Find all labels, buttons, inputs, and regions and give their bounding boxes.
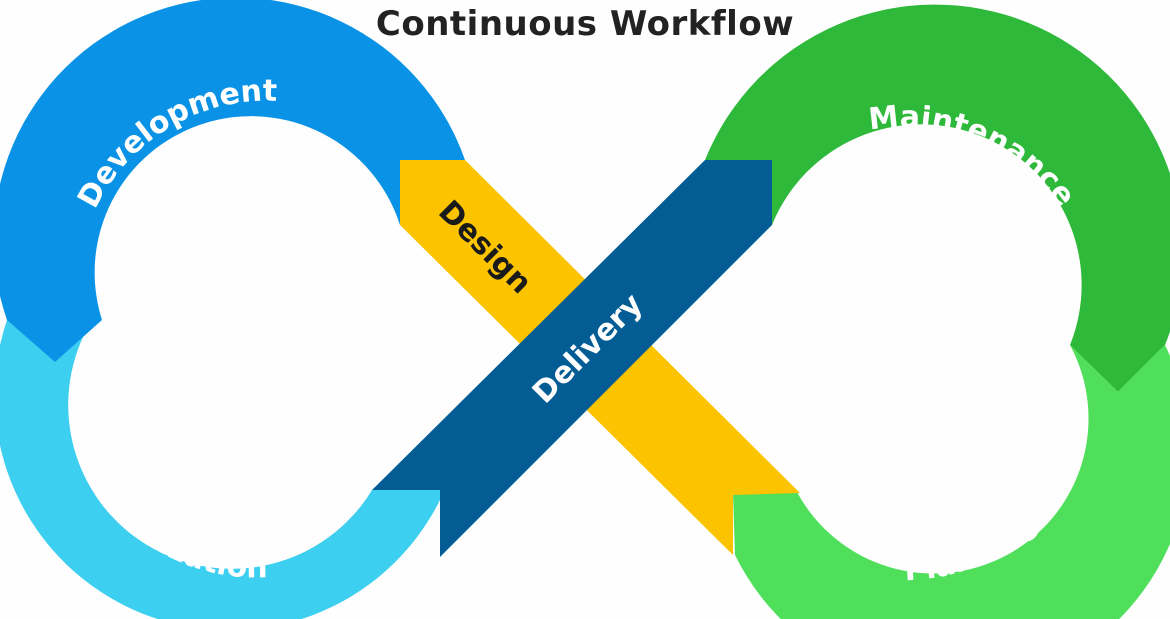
segment-maintenance <box>705 4 1170 392</box>
segment-localization <box>0 320 440 619</box>
segment-delivery <box>372 160 772 557</box>
segment-development <box>0 0 465 362</box>
segment-planning <box>733 345 1170 619</box>
diagram-title: Continuous Workflow <box>375 4 795 44</box>
